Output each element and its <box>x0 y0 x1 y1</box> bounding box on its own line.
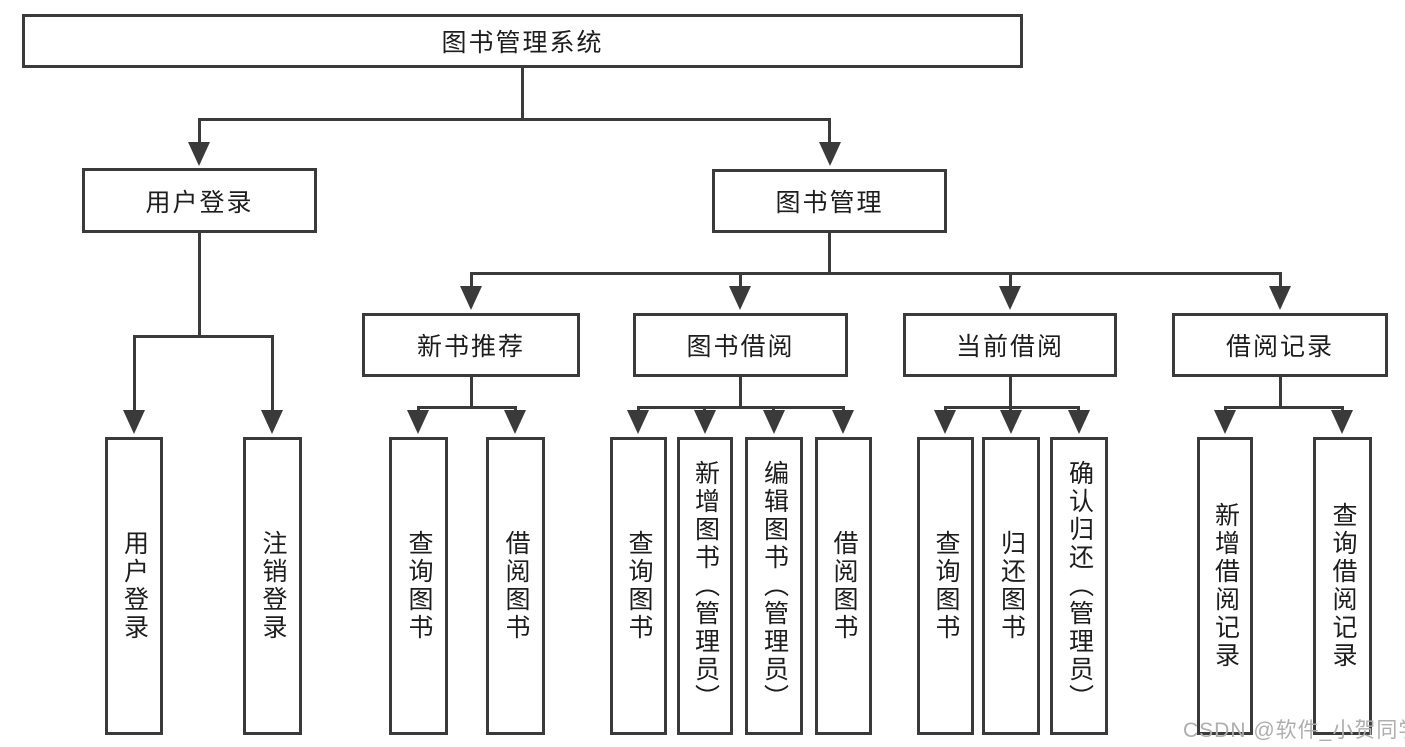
arrow-down-icon <box>999 286 1021 310</box>
arrow-down-icon <box>1269 286 1291 310</box>
node-book-borrow-label: 图书借阅 <box>686 333 795 361</box>
leaf-borrow-book: 借阅图书 <box>815 437 872 735</box>
leaf-query-book-current: 查询图书 <box>917 437 974 735</box>
arrow-down-icon <box>763 410 785 434</box>
node-borrow-records-label: 借阅记录 <box>1225 333 1334 361</box>
connector-currentborrow-stub <box>1009 377 1012 408</box>
leaf-add-book-admin: 新增图书（管理员） <box>677 437 733 735</box>
arrow-down-icon <box>1214 410 1236 434</box>
connector-level3-stem <box>739 272 742 292</box>
node-book-management-label: 图书管理 <box>775 189 884 217</box>
leaf-add-borrow-record: 新增借阅记录 <box>1197 437 1253 735</box>
leaf-return-book-label: 归还图书 <box>997 530 1026 642</box>
arrow-down-icon <box>1000 410 1022 434</box>
arrow-down-icon <box>627 410 649 434</box>
arrow-down-icon <box>819 142 841 166</box>
node-book-borrow: 图书借阅 <box>633 313 848 377</box>
connector-level3-stem <box>1279 272 1282 292</box>
leaf-query-book-borrow-label: 查询图书 <box>625 530 653 642</box>
node-new-book-recommend: 新书推荐 <box>362 313 580 377</box>
arrow-down-icon <box>832 410 854 434</box>
connector-user-hline <box>133 335 274 338</box>
leaf-logout-login-label: 注销登录 <box>259 530 287 642</box>
arrow-down-icon <box>1068 410 1090 434</box>
arrow-down-icon <box>188 142 210 166</box>
node-borrow-records: 借阅记录 <box>1172 313 1388 377</box>
leaf-borrow-book-label: 借阅图书 <box>830 530 858 642</box>
node-root: 图书管理系统 <box>22 14 1023 68</box>
node-current-borrow: 当前借阅 <box>903 313 1117 377</box>
arrow-down-icon <box>460 286 482 310</box>
connector-leaf-stem <box>133 335 136 414</box>
connector-bookborrow-hline <box>637 406 844 409</box>
connector-borrowrecord-hline <box>1224 406 1344 409</box>
connector-mgmt-stub <box>828 233 831 272</box>
leaf-borrow-book-newbook: 借阅图书 <box>486 437 545 735</box>
leaf-query-book-current-label: 查询图书 <box>932 530 960 642</box>
leaf-add-book-admin-label: 新增图书（管理员） <box>691 460 720 712</box>
connector-newbook-hline <box>418 406 517 409</box>
node-new-book-recommend-label: 新书推荐 <box>416 333 525 361</box>
arrow-down-icon <box>407 410 429 434</box>
connector-bookborrow-stub <box>739 377 742 408</box>
node-book-management: 图书管理 <box>712 169 947 233</box>
connector-level3-stem <box>1009 272 1012 292</box>
arrow-down-icon <box>123 410 145 434</box>
arrow-down-icon <box>934 410 956 434</box>
leaf-borrow-book-newbook-label: 借阅图书 <box>502 530 530 642</box>
leaf-query-book-newbook: 查询图书 <box>389 437 448 735</box>
leaf-query-book-borrow: 查询图书 <box>610 437 667 735</box>
connector-leaf-stem <box>271 335 274 414</box>
connector-user-stub <box>198 233 201 335</box>
node-user-login-label: 用户登录 <box>145 188 254 217</box>
arrow-down-icon <box>694 410 716 434</box>
leaf-return-book: 归还图书 <box>982 437 1040 735</box>
leaf-edit-book-admin: 编辑图书（管理员） <box>745 437 803 735</box>
connector-user-login-stem <box>198 118 201 146</box>
node-root-label: 图书管理系统 <box>441 29 604 57</box>
arrow-down-icon <box>504 410 526 434</box>
connector-root-hline <box>198 118 831 121</box>
connector-currentborrow-hline <box>944 406 1080 409</box>
watermark-text: CSDN @软件_小贺同学 <box>1183 719 1405 742</box>
connector-level3-stem <box>470 272 473 292</box>
arrow-down-icon <box>261 410 283 434</box>
arrow-down-icon <box>729 286 751 310</box>
leaf-confirm-return-admin: 确认归还（管理员） <box>1050 437 1108 735</box>
node-current-borrow-label: 当前借阅 <box>955 333 1064 361</box>
arrow-down-icon <box>1331 410 1353 434</box>
connector-book-mgmt-stem <box>828 118 831 146</box>
node-user-login: 用户登录 <box>82 168 317 233</box>
leaf-edit-book-admin-label: 编辑图书（管理员） <box>760 460 789 712</box>
leaf-query-borrow-record: 查询借阅记录 <box>1313 437 1372 735</box>
leaf-confirm-return-admin-label: 确认归还（管理员） <box>1065 460 1094 712</box>
leaf-user-login: 用户登录 <box>105 437 163 735</box>
connector-root-stub <box>521 68 524 118</box>
connector-mgmt-hline <box>470 272 1281 275</box>
connector-newbook-stub <box>470 377 473 408</box>
leaf-query-borrow-record-label: 查询借阅记录 <box>1329 502 1357 670</box>
leaf-query-book-newbook-label: 查询图书 <box>405 530 433 642</box>
leaf-logout-login: 注销登录 <box>243 437 302 735</box>
leaf-user-login-label: 用户登录 <box>120 530 149 642</box>
connector-borrowrecord-stub <box>1279 377 1282 408</box>
leaf-add-borrow-record-label: 新增借阅记录 <box>1211 502 1240 670</box>
